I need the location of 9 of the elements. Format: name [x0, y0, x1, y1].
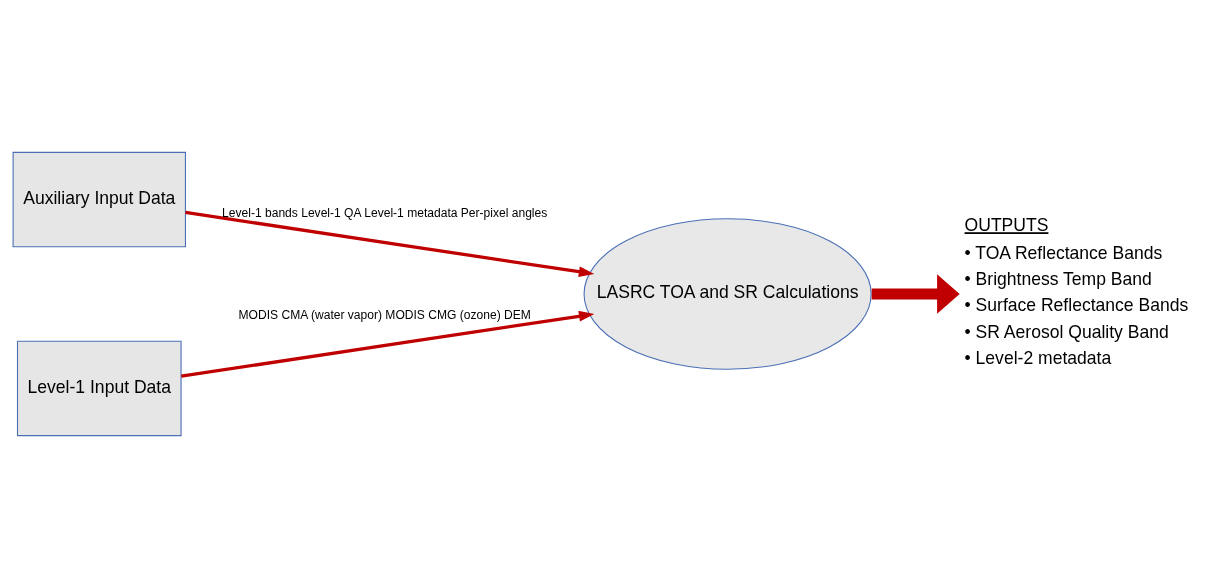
node-text: OUTPUTS • TOA Reflectance Bands • Brightness Temp Band • Surface Reflectance Bands • SR Aerosol Quality Band • Level-2 metadata: [964, 215, 1189, 369]
arrow: [185, 210, 595, 278]
arrow: [871, 274, 960, 314]
edge-label: MODIS CMA (water vapor) MODIS CMG (ozone) DEM: [238, 308, 531, 323]
node-box: Auxiliary Input Data: [12, 151, 186, 248]
node-box: Level-1 Input Data: [16, 340, 182, 437]
edge-label: Level-1 bands Level-1 QA Level-1 metadata Per-pixel angles: [222, 205, 548, 220]
arrow: [181, 310, 595, 378]
node-ellipse: LASRC TOA and SR Calculations: [583, 218, 872, 370]
